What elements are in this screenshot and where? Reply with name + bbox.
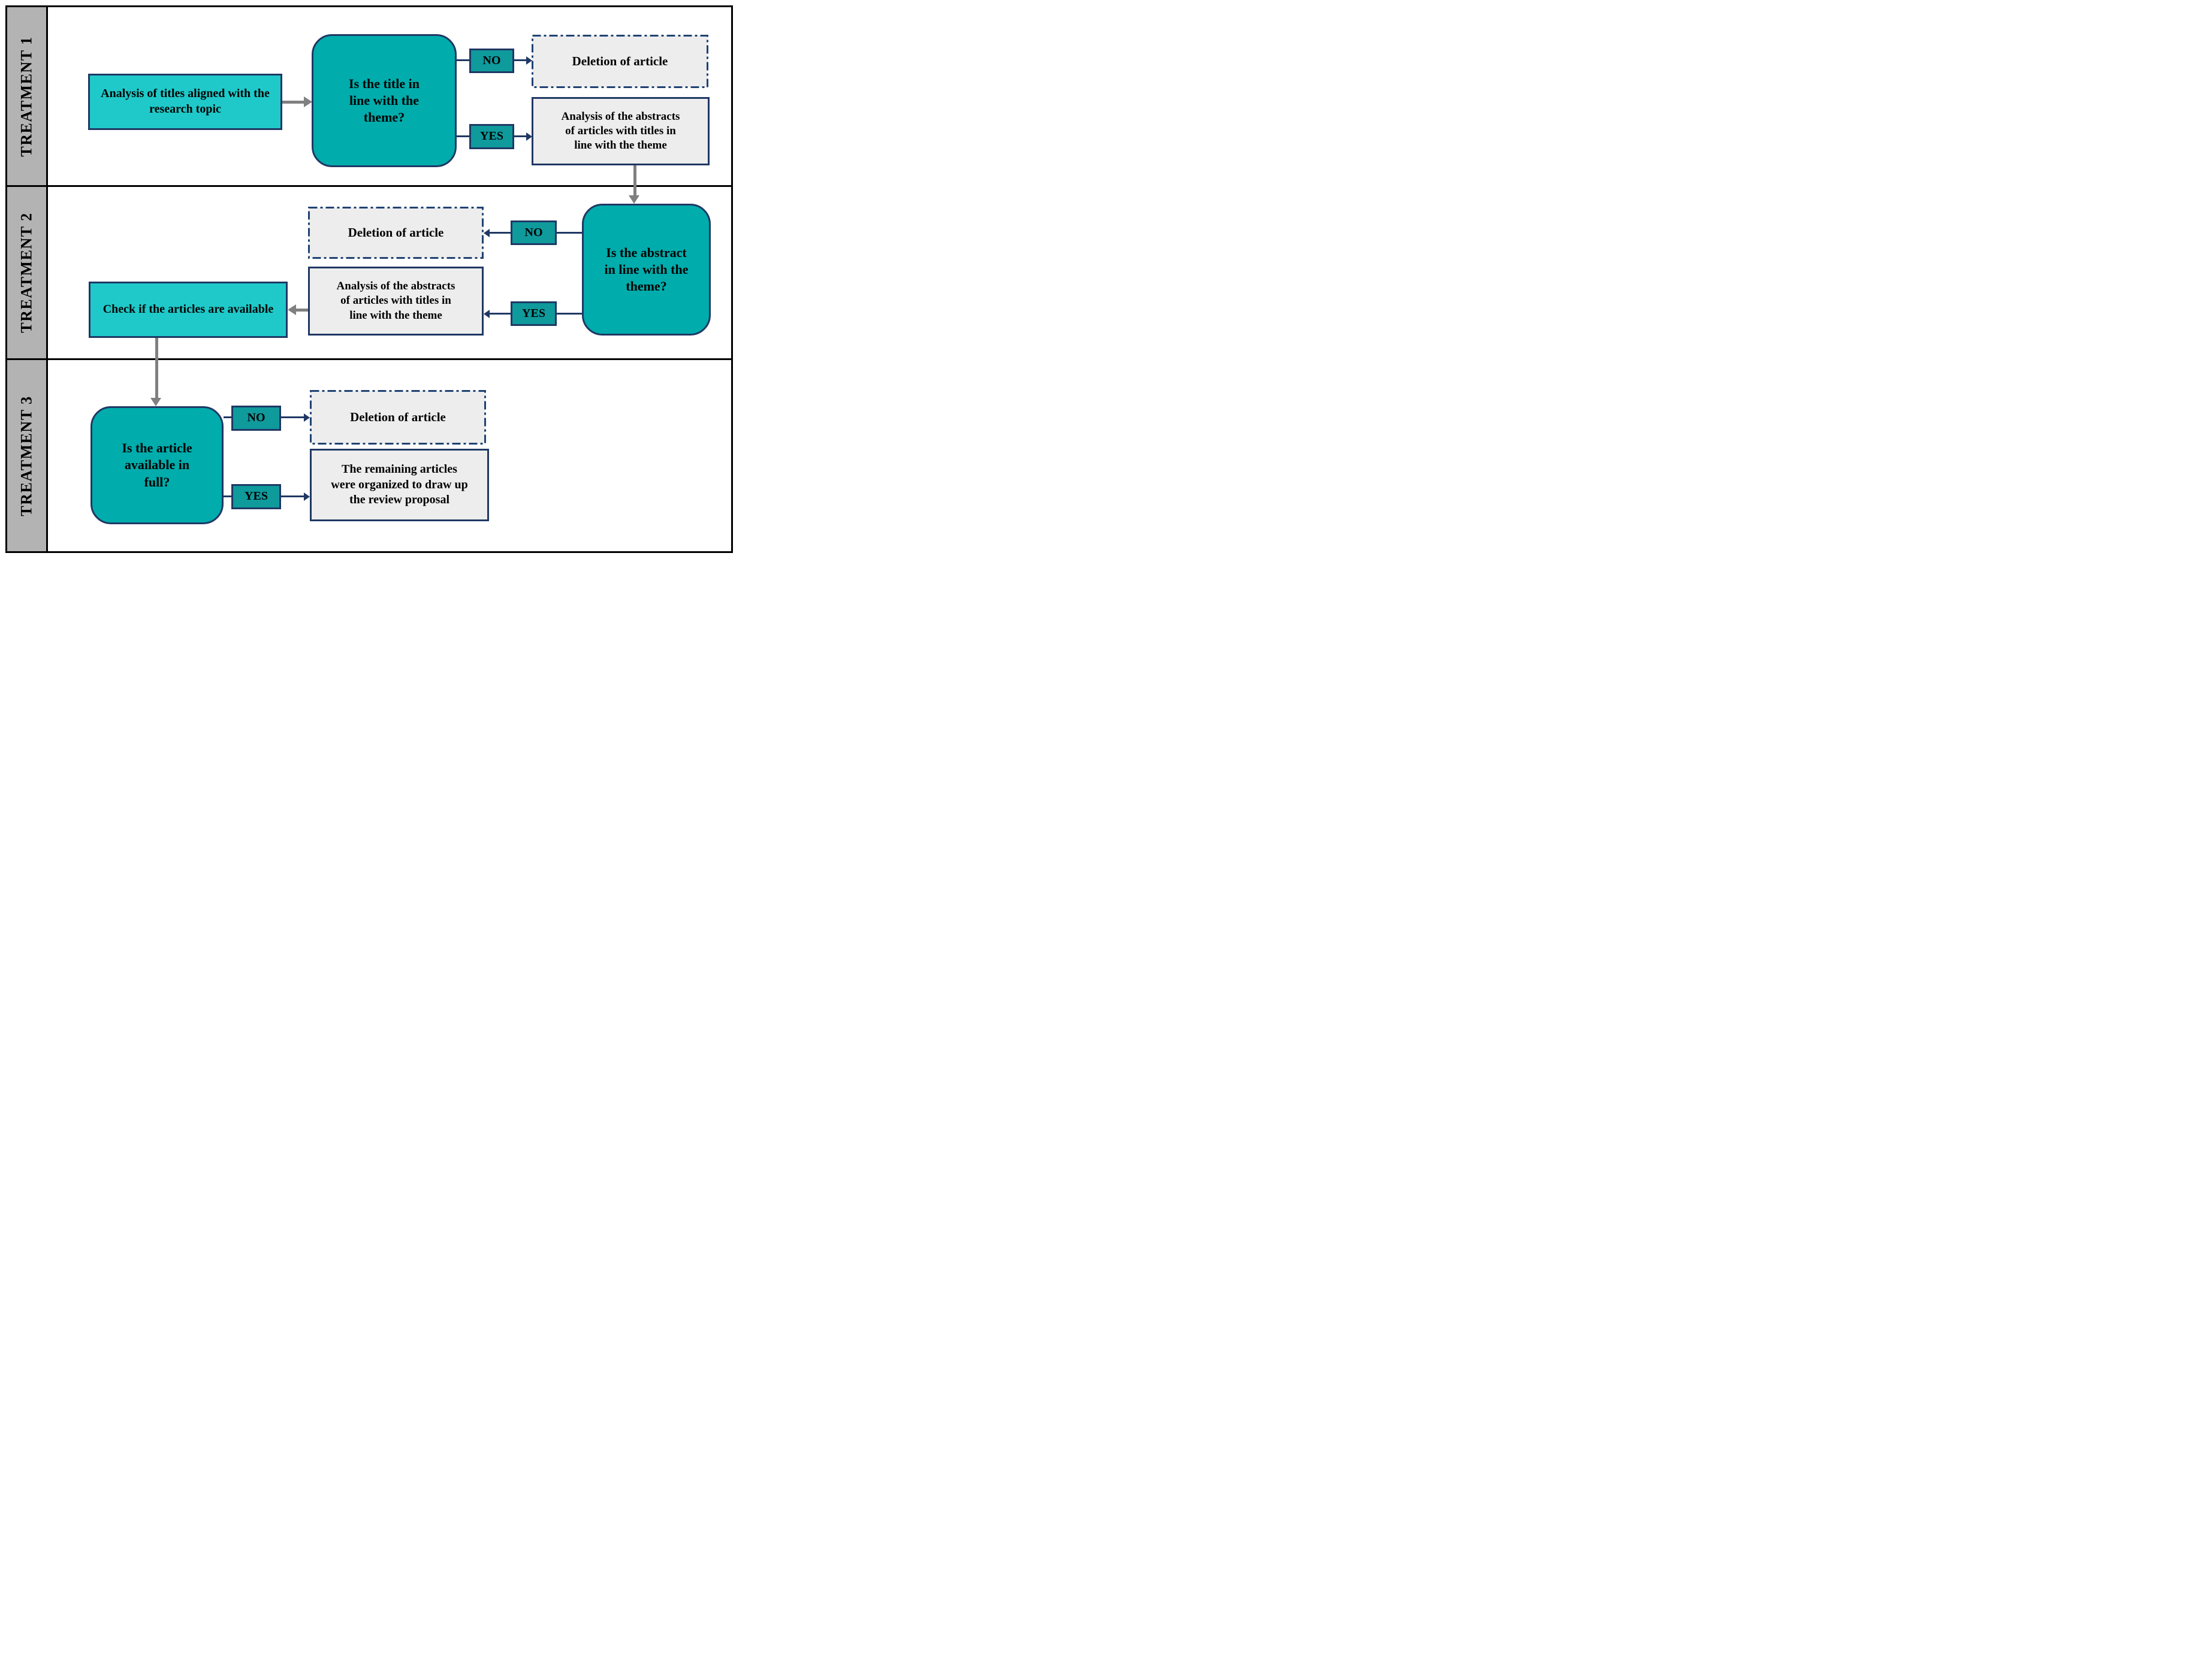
t2-yes-text: YES (522, 306, 545, 320)
t2-decision-text: Is the abstract in line with the theme? (604, 244, 689, 294)
t1-yes-text: YES (480, 129, 503, 143)
band-label-column (7, 7, 48, 551)
t2-yes-arrowhead-icon (484, 310, 490, 318)
t1-yes-badge: YES (469, 124, 514, 149)
t2-yes-outcome-text: Analysis of the abstracts of articles wi… (336, 280, 455, 322)
band-cell-treatment-3: TREATMENT 3 (7, 360, 46, 551)
t3-deletion-text: Deletion of article (350, 410, 446, 424)
band-label-treatment-1: TREATMENT 1 (17, 35, 35, 157)
t1-deletion-text: Deletion of article (572, 54, 668, 68)
t1-process-arrow-icon (304, 96, 312, 107)
flowchart-canvas: TREATMENT 1 TREATMENT 2 TREATMENT 3 Anal… (5, 5, 733, 553)
t3-yes-outcome-text: The remaining articles were organized to… (331, 463, 468, 507)
dash-dot-border-icon (308, 207, 484, 259)
t2-down-arrow-icon (150, 398, 161, 406)
dash-dot-border-icon (532, 35, 708, 88)
t1-process-arrow-shaft (282, 101, 304, 104)
t2-yes-outcome-box: Analysis of the abstracts of articles wi… (308, 267, 484, 336)
t2-deletion-text: Deletion of article (348, 225, 444, 240)
band-label-treatment-3: TREATMENT 3 (17, 395, 35, 516)
t3-no-arrowhead-icon (304, 413, 310, 422)
band-separator-1 (7, 185, 731, 187)
t2-process-text: Check if the articles are available (102, 303, 274, 316)
t1-down-arrow-shaft (633, 165, 636, 195)
t1-no-arrowhead-icon (526, 56, 532, 65)
t1-decision-box: Is the title in line with the theme? (312, 34, 457, 167)
t2-no-arrowhead-icon (484, 229, 490, 237)
band-cell-treatment-2: TREATMENT 2 (7, 187, 46, 358)
t1-yes-outcome-box: Analysis of the abstracts of articles wi… (532, 97, 710, 165)
dash-dot-border-icon (310, 390, 486, 445)
t2-process-box: Check if the articles are available (89, 282, 288, 338)
t1-yes-outcome-text: Analysis of the abstracts of articles wi… (561, 110, 680, 152)
t3-no-badge: NO (231, 406, 281, 431)
t1-process-text: Analysis of titles aligned with the rese… (101, 87, 270, 116)
band-separator-2 (7, 358, 731, 360)
t2-process-arrow-icon (288, 304, 296, 315)
t3-decision-text: Is the article available in full? (122, 440, 192, 489)
t1-decision-text: Is the title in line with the theme? (349, 75, 420, 125)
t2-down-arrow-shaft (155, 338, 158, 398)
t1-no-badge: NO (469, 49, 514, 73)
t1-down-arrow-icon (629, 195, 639, 204)
t2-process-arrow-shaft (296, 309, 308, 312)
t3-yes-text: YES (245, 489, 268, 503)
t3-yes-badge: YES (231, 484, 281, 509)
t1-deletion-outcome-box: Deletion of article (532, 35, 708, 88)
band-cell-treatment-1: TREATMENT 1 (7, 7, 46, 185)
t3-deletion-outcome-box: Deletion of article (310, 390, 486, 445)
t3-no-text: NO (247, 411, 265, 425)
t3-yes-outcome-box: The remaining articles were organized to… (310, 449, 489, 521)
t1-process-box: Analysis of titles aligned with the rese… (88, 74, 282, 130)
t2-no-badge: NO (511, 220, 557, 245)
t1-no-text: NO (482, 53, 501, 67)
t3-yes-arrowhead-icon (304, 492, 310, 501)
t3-decision-box: Is the article available in full? (90, 406, 224, 524)
t2-deletion-outcome-box: Deletion of article (308, 207, 484, 259)
t2-yes-badge: YES (511, 301, 557, 326)
t1-yes-arrowhead-icon (526, 132, 532, 141)
t2-decision-box: Is the abstract in line with the theme? (582, 204, 711, 336)
band-label-treatment-2: TREATMENT 2 (17, 212, 35, 333)
t2-no-text: NO (524, 225, 543, 239)
